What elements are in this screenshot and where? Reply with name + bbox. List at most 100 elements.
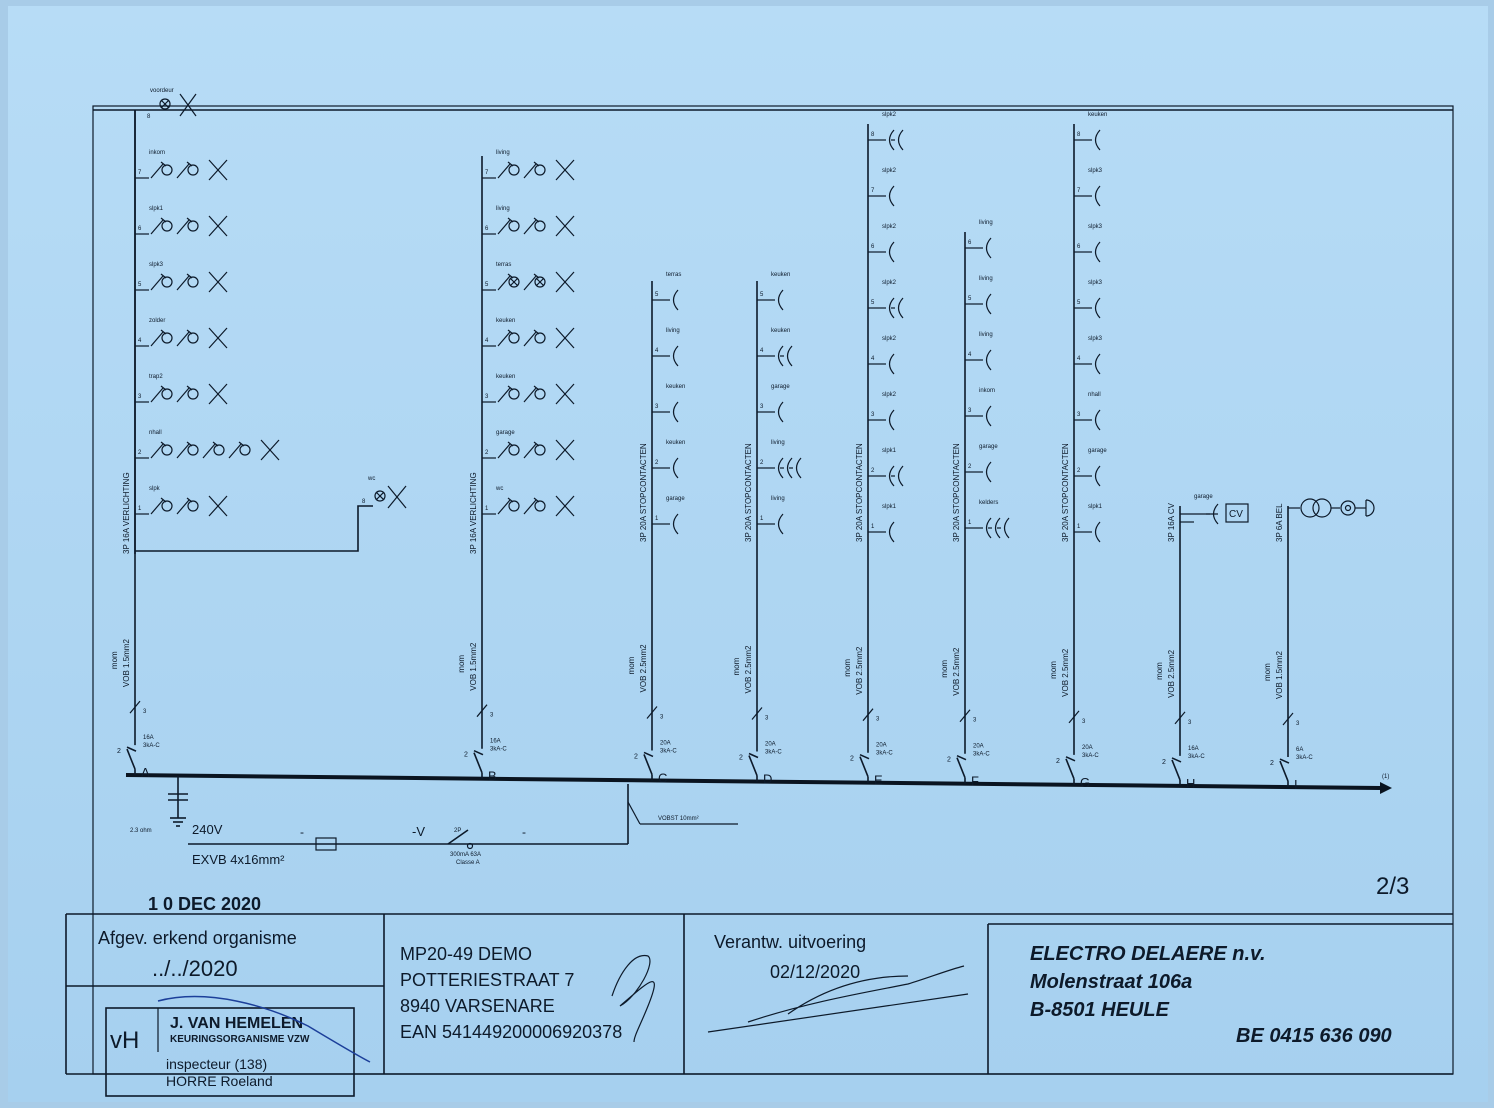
svg-text:4: 4 <box>871 356 875 362</box>
outlet-group: 2 nhall <box>135 430 280 461</box>
svg-text:5: 5 <box>871 300 875 306</box>
circuit-id: A <box>141 765 150 780</box>
cable-spec: VOB 2.5mm2 <box>952 647 961 696</box>
svg-text:kelders: kelders <box>979 500 998 506</box>
mode-label: mom <box>457 655 466 673</box>
svg-text:5: 5 <box>138 282 142 288</box>
svg-text:6A: 6A <box>1296 747 1303 753</box>
svg-text:nhall: nhall <box>149 430 162 436</box>
cable-spec: VOB 2.5mm2 <box>639 644 648 693</box>
svg-text:5: 5 <box>760 292 764 298</box>
mode-label: mom <box>843 659 852 677</box>
svg-text:2: 2 <box>655 460 659 466</box>
svg-text:3kA-C: 3kA-C <box>660 748 677 754</box>
svg-text:slpk2: slpk2 <box>882 112 897 118</box>
svg-text:8: 8 <box>362 499 366 505</box>
circuit-title: 3P 20A STOPCONTACTEN <box>952 443 961 542</box>
svg-text:4: 4 <box>138 338 142 344</box>
svg-text:5: 5 <box>485 282 489 288</box>
bell-transformer <box>1288 498 1375 518</box>
svg-text:5: 5 <box>968 296 972 302</box>
svg-text:7: 7 <box>138 170 142 176</box>
svg-text:slpk1: slpk1 <box>882 504 897 510</box>
circuit-title: 3P 16A CV <box>1167 502 1176 542</box>
svg-text:living: living <box>979 276 993 282</box>
inspector-signature <box>157 995 371 1063</box>
circuit-id: G <box>1080 775 1090 790</box>
svg-text:8: 8 <box>871 132 875 138</box>
svg-text:2: 2 <box>138 450 142 456</box>
mode-label: mom <box>110 651 119 669</box>
svg-text:CV: CV <box>1229 509 1243 520</box>
circuit-id: C <box>658 770 667 785</box>
svg-text:2: 2 <box>760 460 764 466</box>
svg-text:slpk1: slpk1 <box>1088 504 1103 510</box>
svg-text:3: 3 <box>973 718 977 724</box>
circuit-title: 3P 16A VERLICHTING <box>122 472 131 554</box>
project-street: POTTERIESTRAAT 7 <box>400 970 574 990</box>
svg-text:6: 6 <box>1077 244 1081 250</box>
circuit-title: 3P 20A STOPCONTACTEN <box>639 443 648 542</box>
supply-voltage: 240V <box>192 822 223 837</box>
svg-text:garage: garage <box>666 496 685 502</box>
svg-text:garage: garage <box>979 444 998 450</box>
mode-label: mom <box>732 657 741 675</box>
svg-text:20A: 20A <box>660 740 671 746</box>
svg-text:1: 1 <box>655 516 659 522</box>
svg-text:5: 5 <box>1077 300 1081 306</box>
svg-text:3kA-C: 3kA-C <box>143 743 160 749</box>
svg-text:16A: 16A <box>143 735 154 741</box>
svg-text:garage: garage <box>496 430 515 436</box>
svg-text:keuken: keuken <box>666 440 685 446</box>
company-name: ELECTRO DELAERE n.v. <box>1030 943 1266 965</box>
project-name: MP20-49 DEMO <box>400 944 532 964</box>
resp-date: 02/12/2020 <box>770 962 860 982</box>
svg-text:2: 2 <box>1270 760 1274 767</box>
svg-text:1: 1 <box>968 520 972 526</box>
svg-text:keuken: keuken <box>666 384 685 390</box>
svg-text:2P: 2P <box>454 828 461 834</box>
svg-text:zolder: zolder <box>149 318 165 324</box>
title-block: Afgev. erkend organisme ../../2020 vH J.… <box>65 913 1453 1097</box>
svg-text:1: 1 <box>760 516 764 522</box>
cable-spec: VOB 2.5mm2 <box>744 645 753 694</box>
svg-text:5: 5 <box>655 292 659 298</box>
svg-text:keuken: keuken <box>771 328 790 334</box>
inspector-role: inspecteur (138) <box>166 1056 267 1072</box>
inspector-org: KEURINGSORGANISME VZW <box>170 1034 310 1045</box>
svg-text:wc: wc <box>495 486 503 492</box>
svg-text:3kA-C: 3kA-C <box>1188 754 1205 760</box>
outlet-group: 1wc <box>482 486 575 517</box>
rcd-class: Classe A <box>456 860 480 866</box>
svg-text:3: 3 <box>876 717 880 723</box>
circuit-title: 3P 20A STOPCONTACTEN <box>1061 443 1070 542</box>
org-label: Afgev. erkend organisme <box>98 928 297 948</box>
svg-text:3: 3 <box>1188 720 1192 726</box>
svg-text:3kA-C: 3kA-C <box>1296 755 1313 761</box>
svg-text:nhall: nhall <box>1088 392 1101 398</box>
svg-text:2: 2 <box>850 756 854 763</box>
